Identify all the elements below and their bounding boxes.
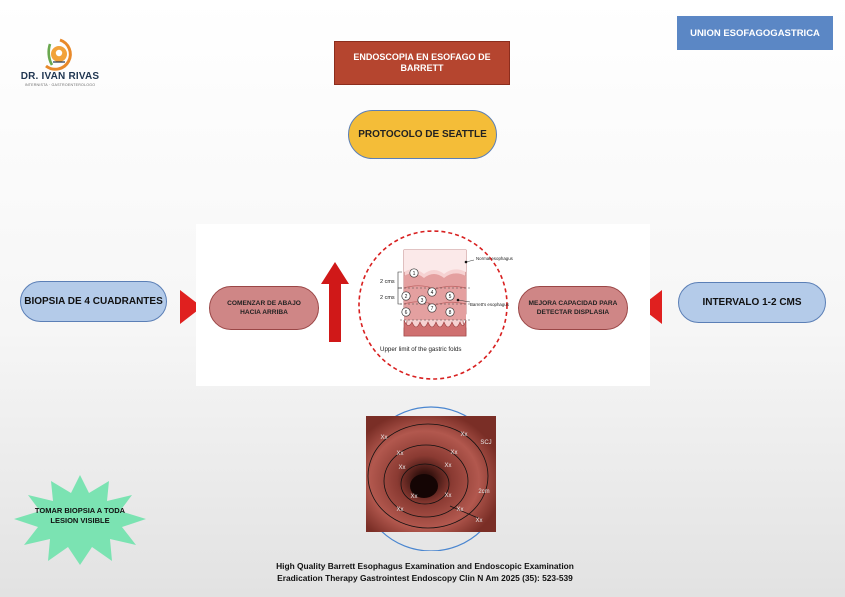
biopsy-number: 2 bbox=[405, 294, 408, 300]
biopsy-mark: Xx bbox=[380, 435, 387, 441]
distance-label-upper: 2 cms bbox=[380, 279, 395, 285]
biopsy-number: 4 bbox=[431, 290, 434, 296]
biopsy-number: 3 bbox=[421, 298, 424, 304]
citation-line-2: Eradication Therapy Gastrointest Endosco… bbox=[277, 573, 573, 583]
label-normal-esophagus: Normal esophagus bbox=[476, 256, 514, 261]
citation-line-1: High Quality Barrett Esophagus Examinati… bbox=[276, 561, 574, 571]
biopsy-number: 1 bbox=[413, 271, 416, 277]
label-barrett-esophagus: Barrett's esophagus bbox=[470, 302, 510, 307]
biopsy-mark: Xx bbox=[444, 493, 451, 499]
scj-label: SCJ bbox=[480, 440, 491, 446]
biopsy-mark: Xx bbox=[475, 518, 482, 524]
biopsy-mark: Xx bbox=[444, 463, 451, 469]
mejora-capacidad-pill: MEJORA CAPACIDAD PARA DETECTAR DISPLASIA bbox=[518, 286, 628, 330]
comenzar-abajo-pill: COMENZAR DE ABAJO HACIA ARRIBA bbox=[209, 286, 319, 330]
protocol-seattle-box: PROTOCOLO DE SEATTLE bbox=[348, 110, 497, 159]
union-esofagogastrica-box: UNION ESOFAGOGASTRICA bbox=[677, 16, 833, 50]
seattle-protocol-diagram: 1 2 3 4 5 6 7 8 Normal esophagus Barrett… bbox=[358, 230, 514, 380]
biopsia-cuadrantes-oval: BIOPSIA DE 4 CUADRANTES bbox=[20, 281, 167, 322]
up-arrow-icon bbox=[321, 262, 349, 342]
starburst-shape bbox=[14, 475, 146, 565]
intervalo-oval: INTERVALO 1-2 CMS bbox=[678, 282, 826, 323]
biopsy-number: 8 bbox=[449, 310, 452, 316]
biopsy-mark: Xx bbox=[396, 451, 403, 457]
biopsy-mark: Xx bbox=[410, 494, 417, 500]
star-text: TOMAR BIOPSIA A TODA LESION VISIBLE bbox=[34, 506, 126, 525]
logo-icon bbox=[45, 38, 72, 71]
biopsy-number: 7 bbox=[431, 306, 434, 312]
biopsy-mark: Xx bbox=[456, 507, 463, 513]
biopsy-mark: Xx bbox=[450, 450, 457, 456]
gastric-folds-label: Upper limit of the gastric folds bbox=[380, 346, 462, 353]
citation: High Quality Barrett Esophagus Examinati… bbox=[180, 560, 670, 584]
distance-label-lower: 2 cms bbox=[380, 295, 395, 301]
logo-subtitle: INTERNISTA · GASTROENTEROLOGO bbox=[24, 83, 96, 87]
biopsy-mark: Xx bbox=[460, 432, 467, 438]
biopsy-mark: Xx bbox=[398, 465, 405, 471]
endoscopy-image: Xx Xx Xx Xx Xx Xx Xx Xx Xx Xx Xx SCJ 2cm bbox=[366, 406, 496, 551]
title-box: ENDOSCOPIA EN ESOFAGO DE BARRETT bbox=[334, 41, 510, 85]
biopsy-number: 6 bbox=[405, 310, 408, 316]
biopsy-number: 5 bbox=[449, 294, 452, 300]
distance-label: 2cm bbox=[478, 489, 489, 495]
biopsy-mark: Xx bbox=[396, 507, 403, 513]
logo-name: DR. IVAN RIVAS bbox=[20, 71, 100, 82]
